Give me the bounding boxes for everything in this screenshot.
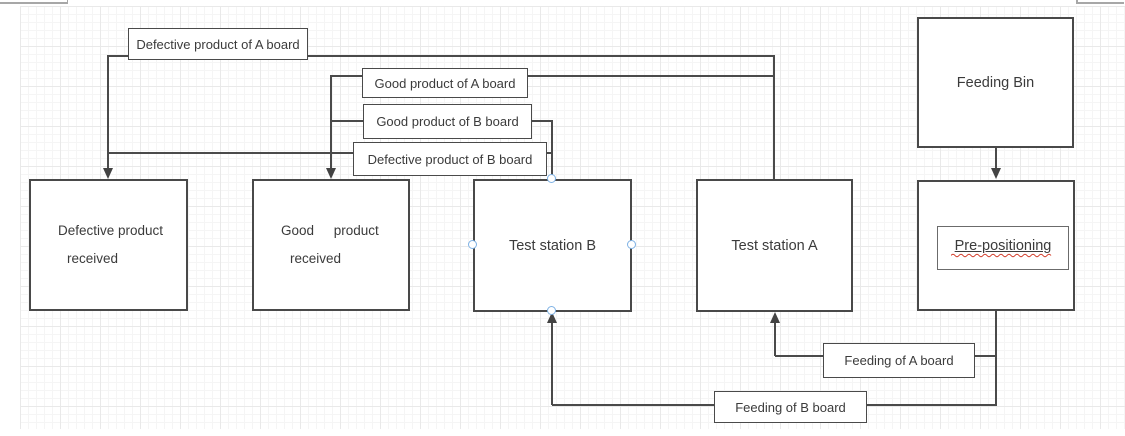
- arrowhead-test-b-feed: [547, 312, 557, 323]
- node-label-line2: received: [290, 251, 342, 266]
- canvas-edge-line-right: [1076, 2, 1124, 4]
- node-test-station-b[interactable]: Test station B: [473, 179, 632, 312]
- node-defective-product-received[interactable]: Defective product received: [29, 179, 188, 311]
- node-label: Test station A: [731, 237, 818, 254]
- connector-defective-b-hline[interactable]: [108, 152, 553, 154]
- canvas-edge-tick-right: [1076, 0, 1078, 4]
- connector-label-text: Feeding of B board: [735, 399, 846, 415]
- connector-good-a-vline[interactable]: [330, 75, 332, 168]
- node-label: Pre-positioning: [954, 238, 1052, 254]
- connection-point-test-b-bottom[interactable]: [547, 306, 556, 315]
- connection-point-test-b-right[interactable]: [627, 240, 636, 249]
- connector-label-defective-a[interactable]: Defective product of A board: [128, 28, 308, 60]
- connector-feeding-b-vline[interactable]: [551, 322, 553, 405]
- connector-label-text: Good product of A board: [374, 75, 516, 91]
- connector-test-b-riser[interactable]: [551, 120, 553, 179]
- connection-point-test-b-left[interactable]: [468, 240, 477, 249]
- connector-label-feeding-b[interactable]: Feeding of B board: [714, 391, 867, 423]
- node-good-product-received[interactable]: Good product received: [252, 179, 410, 311]
- connector-defective-a-vline[interactable]: [107, 55, 109, 168]
- connector-label-text: Defective product of B board: [367, 151, 533, 167]
- connector-label-good-a[interactable]: Good product of A board: [362, 68, 528, 98]
- node-label: Test station B: [508, 237, 597, 254]
- connector-label-text: Good product of B board: [376, 114, 519, 129]
- connector-prepositioning-drop[interactable]: [995, 311, 997, 406]
- connector-label-good-b[interactable]: Good product of B board: [363, 104, 532, 139]
- connector-label-feeding-a[interactable]: Feeding of A board: [823, 343, 975, 378]
- node-label-line1: Defective product: [58, 223, 164, 238]
- canvas-edge-tick-left: [66, 0, 68, 4]
- connector-feeding-a-vline[interactable]: [774, 322, 776, 356]
- node-label-line2: received: [67, 251, 119, 266]
- connector-test-a-riser[interactable]: [773, 55, 775, 181]
- node-label: Feeding Bin: [956, 74, 1035, 91]
- connector-label-text: Feeding of A board: [844, 353, 954, 368]
- spellcheck-squiggle-icon: [951, 253, 1052, 258]
- node-feeding-bin[interactable]: Feeding Bin: [917, 17, 1074, 148]
- connector-label-defective-b[interactable]: Defective product of B board: [353, 142, 547, 176]
- connector-label-text: Defective product of A board: [136, 36, 300, 52]
- connection-point-test-b-top[interactable]: [547, 174, 556, 183]
- connector-bin-to-prepositioning[interactable]: [995, 148, 997, 169]
- node-test-station-a[interactable]: Test station A: [696, 179, 853, 312]
- arrowhead-test-a-feed: [770, 312, 780, 323]
- connector-good-a-hline[interactable]: [332, 75, 775, 77]
- pre-positioning-inner-box[interactable]: Pre-positioning: [937, 226, 1069, 270]
- arrowhead-prepositioning: [991, 168, 1001, 179]
- node-pre-positioning[interactable]: Pre-positioning: [917, 180, 1075, 311]
- arrowhead-defective-received: [103, 168, 113, 179]
- connector-defective-a-hline[interactable]: [108, 55, 775, 57]
- canvas-edge-line-left: [0, 2, 68, 4]
- arrowhead-good-received: [326, 168, 336, 179]
- node-label-line1: Good product: [281, 223, 379, 238]
